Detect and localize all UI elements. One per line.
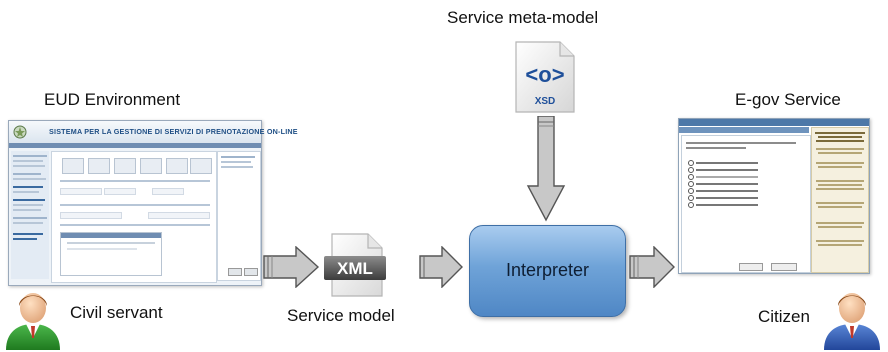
eud-right-panel [217,151,261,281]
eud-environment-screenshot: SISTEMA PER LA GESTIONE DI SERVIZI DI PR… [8,120,298,286]
civil-servant-label: Civil servant [70,303,163,322]
egov-top-bar [679,119,869,126]
republic-emblem-icon [13,125,27,139]
xml-document-icon: XML [324,233,386,297]
xsd-symbol: <o> [525,62,564,87]
citizen-label: Citizen [758,307,810,326]
xsd-document-icon: <o> XSD [515,41,575,113]
eud-environment-label: EUD Environment [44,90,181,109]
service-meta-model-label: Service meta-model [447,8,599,27]
eud-to-model-arrow [263,246,320,288]
egov-section-bar [679,127,809,133]
interpreter-box: Interpreter [469,225,626,317]
citizen-avatar-icon [824,293,880,350]
civil-servant-avatar-icon [6,293,60,350]
egov-booking-panel [681,135,811,273]
eud-form-area [51,151,217,283]
eud-screen-title: SISTEMA PER LA GESTIONE DI SERVIZI DI PR… [49,127,298,136]
egov-service-screenshot [678,118,870,274]
egov-next-button[interactable] [771,263,797,271]
xsd-text: XSD [535,96,556,107]
egov-steps-sidebar [811,127,869,273]
eud-menu-bar [9,143,261,148]
eud-inner-table [60,232,162,276]
eud-header: SISTEMA PER LA GESTIONE DI SERVIZI DI PR… [9,121,298,143]
model-to-interpreter-arrow [419,246,463,288]
interpreter-to-service-arrow [629,246,675,288]
egov-back-button[interactable] [739,263,763,271]
egov-service-label: E-gov Service [735,90,841,109]
meta-model-arrow [526,116,566,222]
eud-sidebar [11,151,49,279]
xml-text: XML [337,259,373,278]
service-model-label: Service model [287,306,395,325]
interpreter-label: Interpreter [505,260,590,280]
